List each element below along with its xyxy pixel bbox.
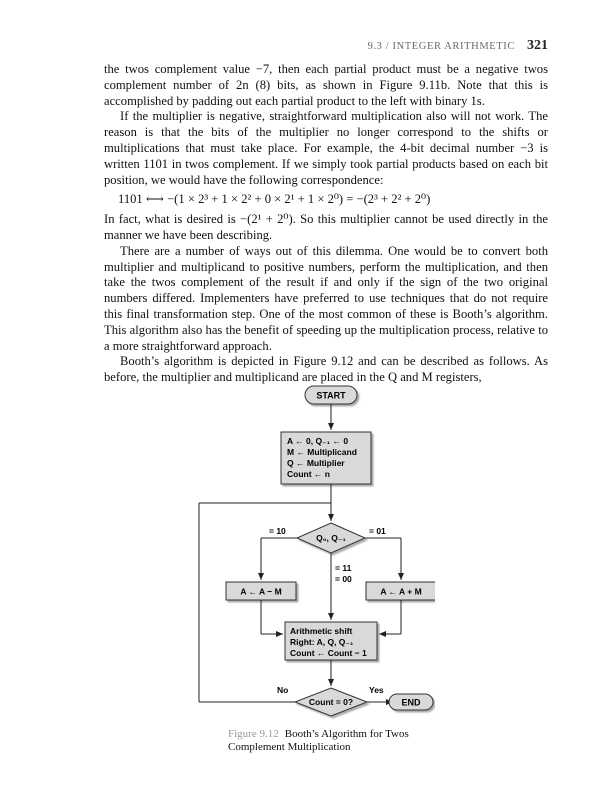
paragraph: There are a number of ways out of this d… [104,243,548,353]
shift-box [284,621,378,661]
init-line-2: M ← Multiplicand [287,447,357,457]
paragraph: If the multiplier is negative, straightf… [104,109,548,187]
add-label: A ← A + M [380,587,421,597]
booth-flowchart: START A ← 0, Q₋₁ ← 0 M ← Multiplicand Q … [198,385,435,717]
body-text: the twos complement value −7, then each … [104,62,548,386]
page-number: 321 [527,38,548,53]
end-label: END [401,698,421,708]
branch-10-label: = 10 [269,526,286,536]
page-header: 9.3 / INTEGER ARITHMETIC 321 [0,36,548,54]
running-title: 9.3 / INTEGER ARITHMETIC [367,41,515,52]
figure-label: Figure 9.12 [228,728,279,740]
paragraph: In fact, what is desired is −(2¹ + 2⁰). … [104,212,548,242]
init-box [280,431,372,485]
init-line-4: Count ← n [287,469,330,479]
shift-line-3: Count ← Count − 1 [290,648,367,658]
count-check-diamond [293,687,369,717]
formula: 1101 ⟷ −(1 × 2³ + 1 × 2² + 0 × 2¹ + 1 × … [118,192,431,207]
start-label: START [316,391,346,401]
shift-line-1: Arithmetic shift [290,626,353,636]
end-terminal [388,693,434,711]
caption-text: Booth’s Algorithm for Twos Complement Mu… [228,728,409,753]
yes-label: Yes [369,685,384,695]
count-check-label: Count = 0? [309,697,353,707]
paragraph: the twos complement value −7, then each … [104,62,548,108]
subtract-label: A ← A − M [240,587,281,597]
no-label: No [277,685,288,695]
decision-label: Q₀, Q₋₁ [316,533,346,543]
shift-line-2: Right: A, Q, Q₋₁ [290,637,354,647]
branch-11-label: = 11 [335,563,352,573]
branch-01-label: = 01 [369,526,386,536]
branch-00-label: = 00 [335,574,352,584]
init-line-1: A ← 0, Q₋₁ ← 0 [287,436,348,446]
paragraph: Booth’s algorithm is depicted in Figure … [104,354,548,385]
init-line-3: Q ← Multiplier [287,458,345,468]
